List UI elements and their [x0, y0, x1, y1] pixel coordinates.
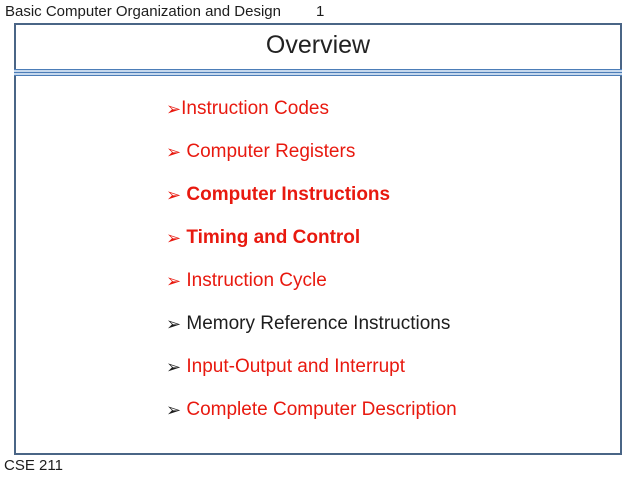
- arrow-bullet-icon: ➢: [166, 185, 182, 205]
- bullet-list: ➢ Instruction Codes ➢ Computer Registers…: [166, 97, 457, 441]
- bullet-item: ➢ Memory Reference Instructions: [166, 312, 457, 336]
- bullet-item-text: Input-Output and Interrupt: [181, 356, 406, 377]
- title-rule-divider: [14, 69, 622, 76]
- arrow-bullet-icon: ➢: [166, 228, 182, 248]
- page-number: 1: [316, 3, 325, 20]
- bullet-item: ➢ Instruction Codes: [166, 97, 457, 121]
- bullet-item: ➢ Input-Output and Interrupt: [166, 355, 457, 379]
- bullet-item-text: Timing and Control: [181, 227, 361, 248]
- arrow-bullet-icon: ➢: [166, 99, 182, 119]
- bullet-item-text: Instruction Cycle: [181, 270, 327, 291]
- slide-title: Overview: [265, 31, 371, 59]
- bullet-item: ➢ Computer Instructions: [166, 183, 457, 207]
- slide-frame: Overview ➢ Instruction Codes ➢ Computer …: [14, 23, 622, 455]
- footer-course-code: CSE 211: [4, 457, 63, 474]
- bullet-item-text: Instruction Codes: [181, 98, 329, 119]
- bullet-item: ➢ Timing and Control: [166, 226, 457, 250]
- bullet-item-text: Memory Reference Instructions: [181, 313, 451, 334]
- bullet-item-text: Computer Instructions: [181, 184, 391, 205]
- arrow-bullet-icon: ➢: [166, 271, 182, 291]
- course-title: Basic Computer Organization and Design: [5, 3, 281, 20]
- arrow-bullet-icon: ➢: [166, 400, 182, 420]
- arrow-bullet-icon: ➢: [166, 142, 182, 162]
- arrow-bullet-icon: ➢: [166, 357, 182, 377]
- bullet-item: ➢ Instruction Cycle: [166, 269, 457, 293]
- bullet-item-text: Complete Computer Description: [181, 399, 457, 420]
- bullet-item-text: Computer Registers: [181, 141, 356, 162]
- arrow-bullet-icon: ➢: [166, 314, 182, 334]
- bullet-item: ➢ Computer Registers: [166, 140, 457, 164]
- bullet-item: ➢ Complete Computer Description: [166, 398, 457, 422]
